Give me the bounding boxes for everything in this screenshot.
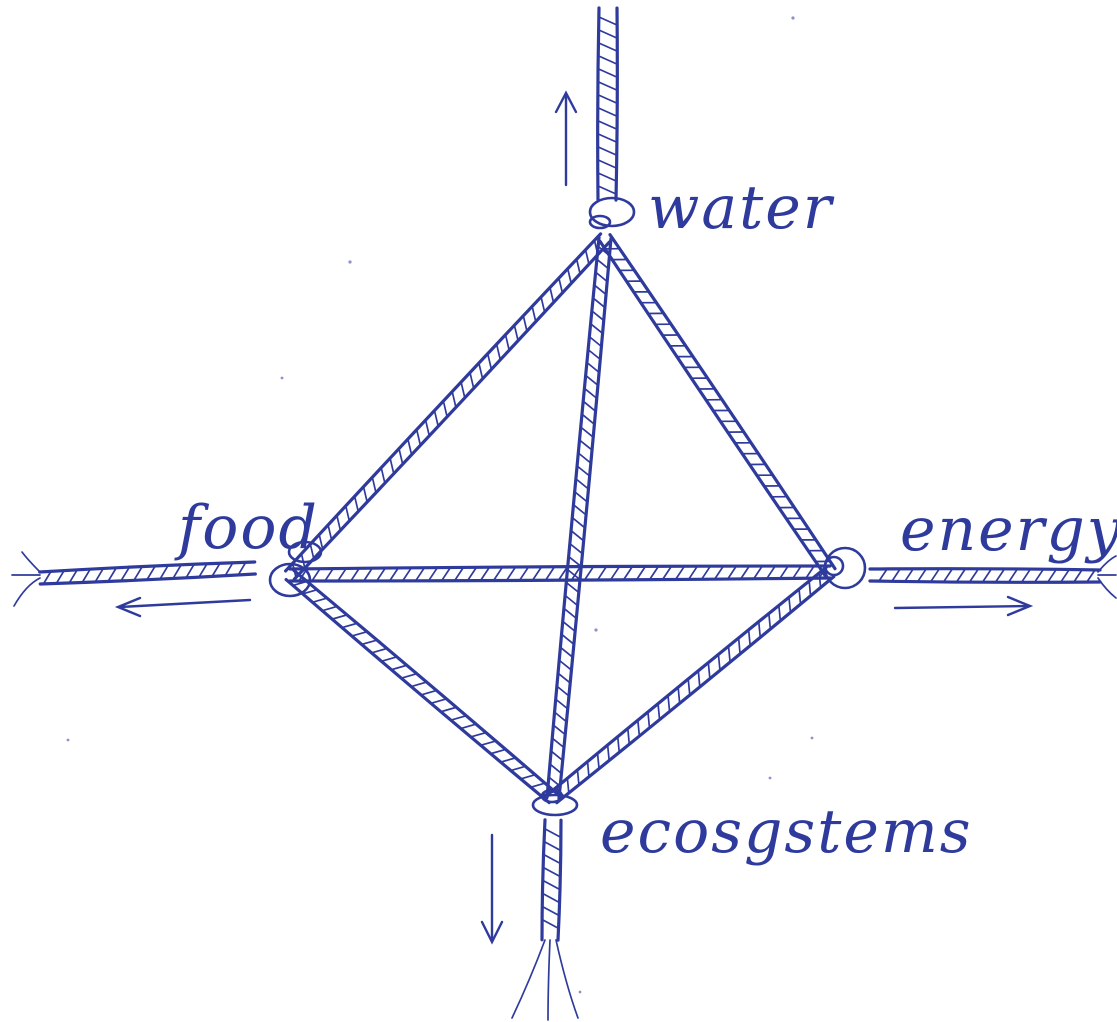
rope-extension-energy	[870, 569, 1100, 583]
arrow-down-ecosystems	[482, 835, 502, 942]
label-ecosystems: ecosgstems	[600, 797, 973, 867]
knot-water	[590, 198, 634, 228]
arrow-up-water	[556, 93, 576, 185]
rope-water-ecosystems	[547, 237, 611, 798]
arrow-right-energy	[895, 597, 1030, 615]
rope-extension-food	[40, 562, 256, 584]
label-water: water	[648, 173, 835, 243]
rope-water-food	[286, 234, 610, 579]
rope-connections	[286, 234, 835, 803]
label-food: food	[174, 493, 319, 563]
rope-food-energy	[290, 566, 830, 581]
rope-water-energy	[600, 235, 835, 576]
rope-energy-ecosystems	[549, 567, 834, 802]
rope-food-ecosystems	[286, 570, 557, 802]
rope-extension-ecosystems	[542, 820, 561, 940]
node-labels: water food energy ecosgstems	[174, 173, 1117, 867]
rope-extension-water	[598, 8, 618, 200]
knot-energy	[825, 548, 865, 588]
label-energy: energy	[900, 495, 1117, 565]
fray-ecosystems	[512, 940, 578, 1020]
fray-food	[12, 552, 40, 606]
arrow-left-food	[118, 598, 250, 616]
